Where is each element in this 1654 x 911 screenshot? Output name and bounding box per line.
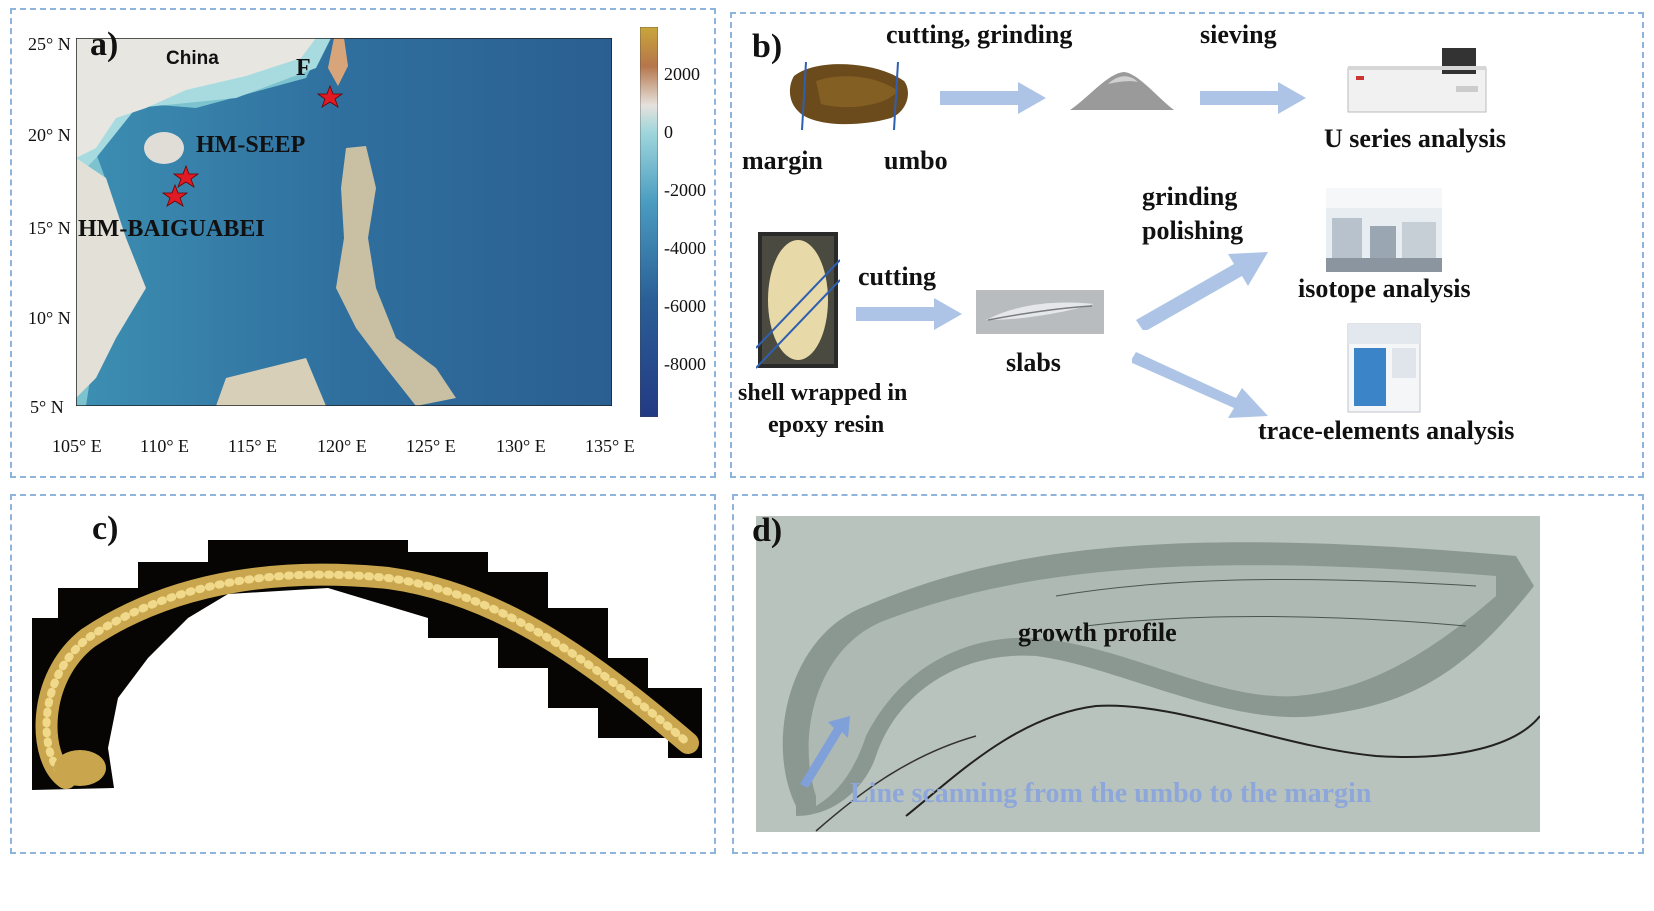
lon-tick: 110° E [140,436,190,456]
site-baiguabei-marker [161,183,189,207]
label-trace: trace-elements analysis [1258,416,1515,445]
lat-tick: 20° N [28,125,71,145]
land-philippines [336,146,456,406]
label-cutting: cutting [858,262,936,291]
land-indochina [76,158,146,398]
label-slabs: slabs [1006,348,1061,377]
lat-tick: 10° N [28,308,71,328]
site-baiguabei-label: HM-BAIGUABEI [78,216,265,242]
bathymetry-map [76,38,612,406]
epoxy-shell-image [756,232,840,369]
panel-c-label: c) [92,510,119,547]
trace-instrument-image [1347,323,1421,413]
label-u-series: U series analysis [1324,124,1506,153]
lon-tick: 105° E [52,436,102,456]
arrow-to-trace [1132,352,1268,418]
panel-c [10,494,716,854]
slab-image [976,290,1104,334]
site-f-marker [316,84,344,108]
colorbar-tick: 2000 [664,64,700,84]
label-shell-line1: shell wrapped in [738,380,908,406]
powder-pile-image [1070,72,1174,110]
panel-d-label: d) [752,512,783,549]
lat-tick: 5° N [30,397,64,417]
land-hainan [144,132,184,164]
arrow-to-u-series [1200,82,1306,114]
panel-b [730,12,1644,478]
lon-tick: 135° E [585,436,635,456]
site-seep-label: HM-SEEP [196,132,306,158]
label-growth-profile: growth profile [1018,618,1177,647]
colorbar-tick: -6000 [664,296,706,316]
lon-tick: 125° E [406,436,456,456]
lon-tick: 120° E [317,436,367,456]
label-isotope: isotope analysis [1298,274,1471,303]
panel-a-label: a) [90,26,119,63]
label-umbo: umbo [884,146,948,175]
site-f-label: F [296,55,311,81]
colorbar-tick: -4000 [664,238,706,258]
label-polishing: polishing [1142,216,1244,245]
arrow-to-isotope [1136,252,1268,330]
thin-section-image [756,516,1540,832]
arrow-to-powder [940,82,1046,114]
label-grinding: grinding [1142,182,1238,211]
land-borneo [216,358,326,406]
colorbar-tick: -8000 [664,354,706,374]
step-cutting-grinding: cutting, grinding [886,20,1073,49]
colorbar-tick: -2000 [664,180,706,200]
label-shell-line2: epoxy resin [768,412,885,438]
lat-tick: 15° N [28,218,71,238]
lon-tick: 130° E [496,436,546,456]
lat-tick: 25° N [28,34,71,54]
isotope-lab-image [1326,188,1442,272]
panel-b-label: b) [752,28,783,65]
place-china: China [166,48,219,69]
land-china [76,38,316,158]
lon-tick: 115° E [228,436,278,456]
u-series-instrument-image [1347,48,1487,113]
land-taiwan [328,38,348,86]
shell-section-image [32,540,702,790]
colorbar [640,27,658,417]
shell-image [789,61,908,131]
arrow-to-slabs [856,298,962,330]
label-line-scanning: Line scanning from the umbo to the margi… [850,778,1372,809]
colorbar-tick: 0 [664,122,673,142]
step-sieving: sieving [1200,20,1277,49]
site-seep-marker [172,164,200,188]
panel-d [732,494,1644,854]
label-margin: margin [742,146,823,175]
panel-a [10,8,716,478]
